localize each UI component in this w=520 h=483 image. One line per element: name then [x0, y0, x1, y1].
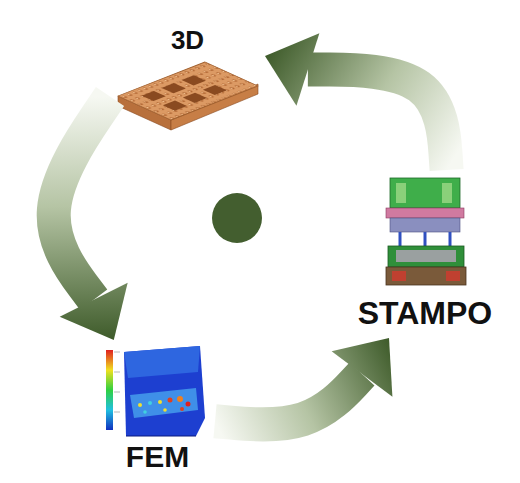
arrow-head [60, 283, 128, 340]
stage-node: 3D [110, 22, 265, 135]
center-dot [212, 193, 262, 243]
cycle-arrow [215, 338, 392, 424]
arrow-head [332, 338, 393, 397]
stage-label: FEM [126, 440, 189, 475]
stage-label: STAMPO [358, 295, 493, 332]
cycle-arrow [54, 97, 128, 340]
plate-model [118, 62, 258, 130]
stage-node: FEM [100, 340, 215, 480]
arrow-body [54, 97, 110, 300]
stage-label: 3D [171, 26, 204, 56]
mould-model [386, 178, 466, 285]
cycle-arrow [265, 33, 447, 170]
fem-result [106, 346, 205, 436]
arrow-head [265, 33, 319, 105]
arrow-body [308, 69, 447, 170]
arrow-body [215, 374, 362, 424]
stage-node: STAMPO [335, 170, 515, 338]
